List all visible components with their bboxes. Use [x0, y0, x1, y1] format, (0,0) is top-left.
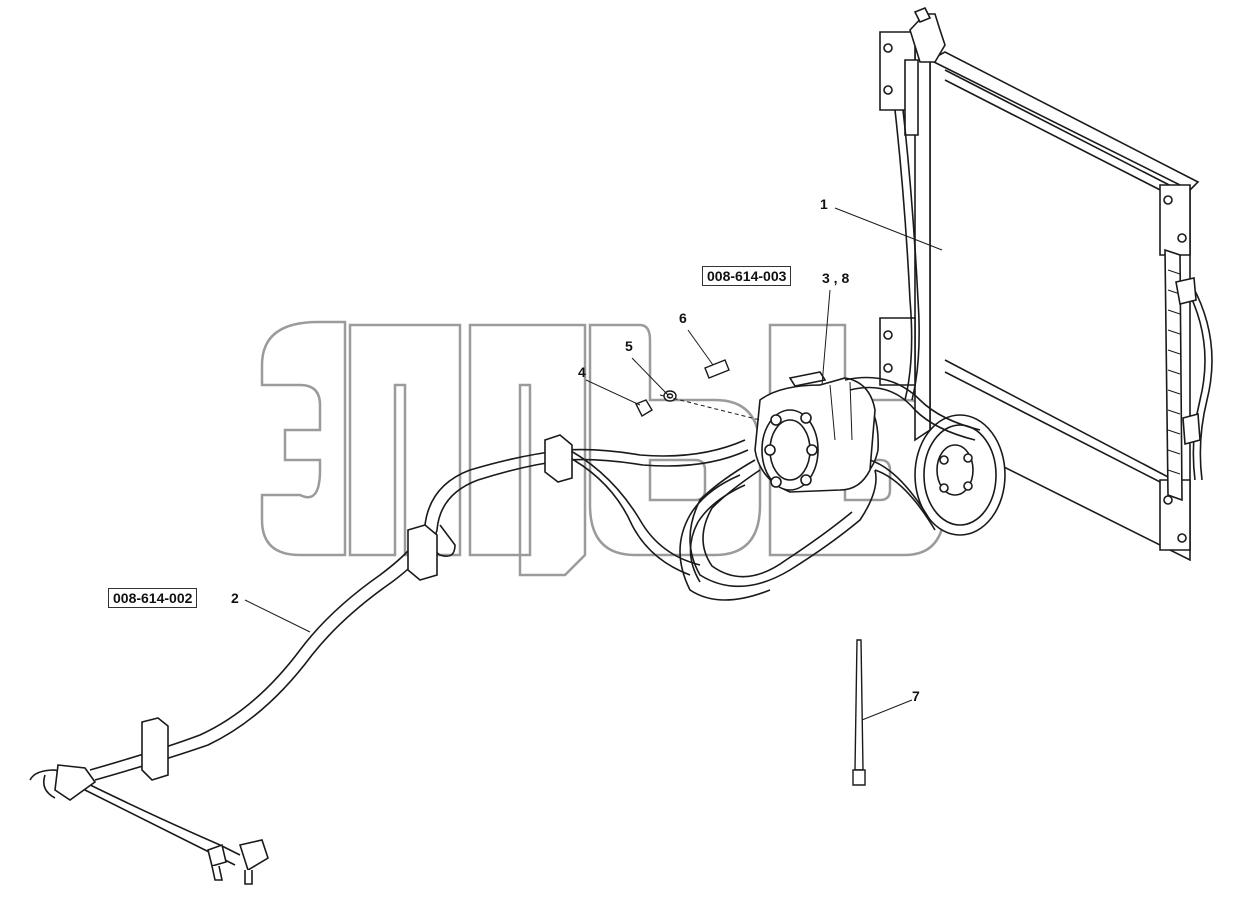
- callout-6: 6: [679, 310, 687, 326]
- callout-3-8: 3 , 8: [822, 270, 850, 286]
- condenser: [879, 6, 1213, 562]
- callout-2: 2: [231, 590, 239, 606]
- cable-tie-7: [854, 639, 864, 771]
- callout-7: 7: [912, 688, 920, 704]
- ref-box-008-614-003: 008-614-003: [702, 266, 792, 286]
- ref-box-008-614-002: 008-614-002: [108, 588, 198, 608]
- callout-4: 4: [578, 364, 586, 380]
- compressor: [754, 371, 1006, 536]
- callout-1: 1: [820, 196, 828, 212]
- callout-5: 5: [625, 338, 633, 354]
- hose-clamps: [54, 434, 573, 885]
- bolt-6: [704, 359, 730, 379]
- fasteners: [635, 359, 866, 786]
- leader-lines: [244, 207, 943, 721]
- nut-4: [635, 399, 653, 417]
- hose-assembly: [29, 439, 877, 866]
